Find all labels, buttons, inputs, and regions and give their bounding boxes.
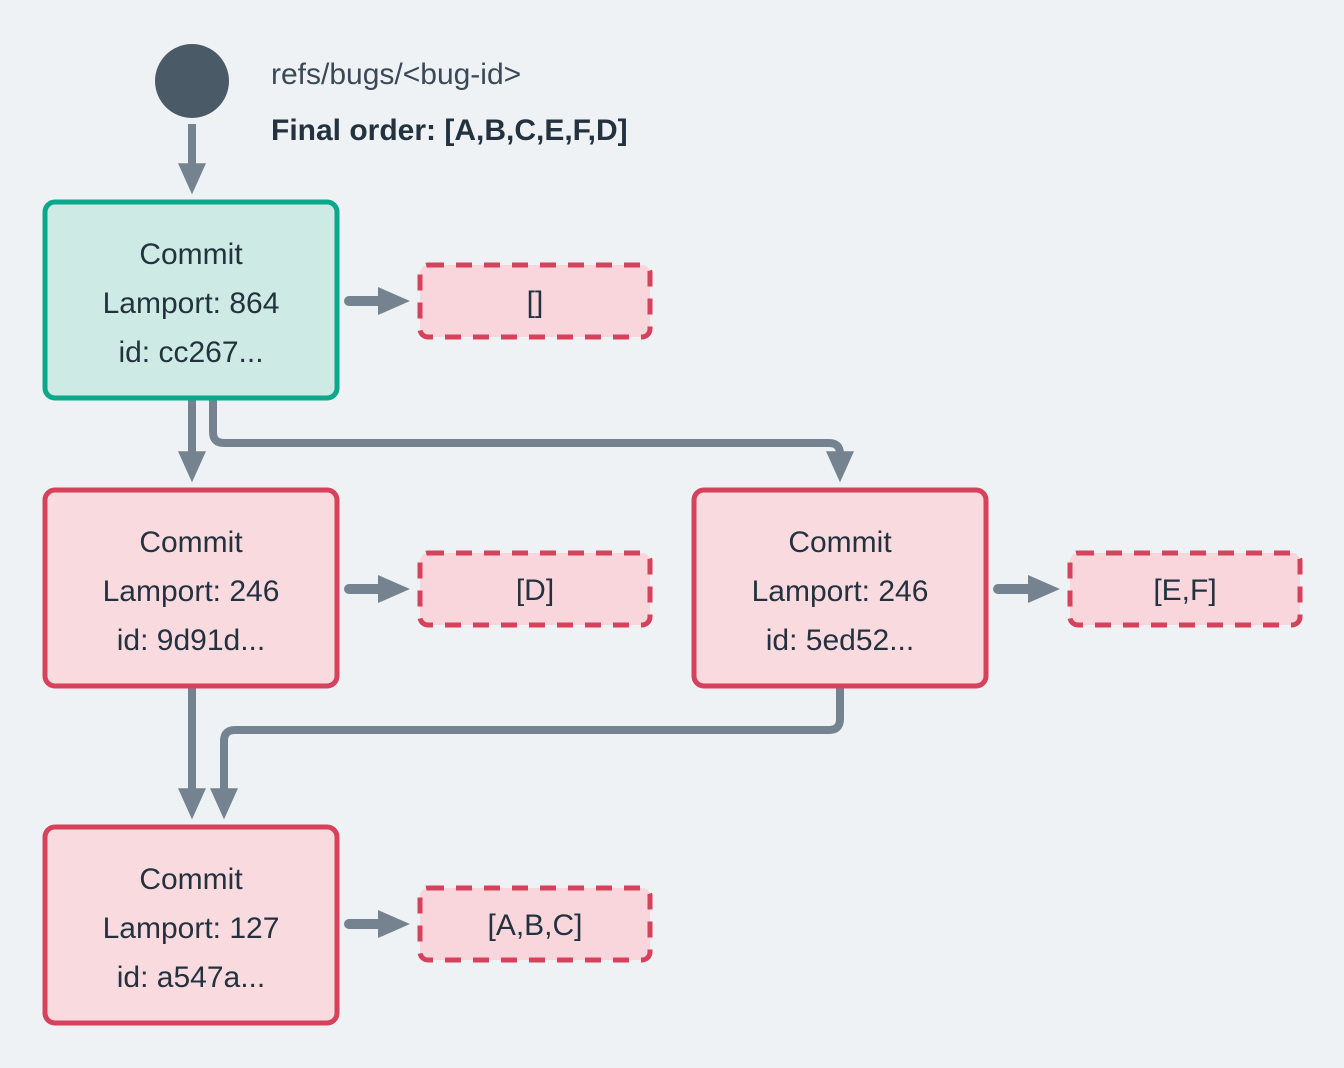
commit-node-cc267-title: Commit: [139, 238, 243, 271]
commit-node-5ed52[interactable]: Commit Lamport: 246 id: 5ed52...: [691, 487, 989, 689]
ops-box-d[interactable]: [D]: [417, 550, 653, 628]
commit-node-9d91d-title: Commit: [139, 526, 243, 559]
commit-node-5ed52-title: Commit: [788, 526, 892, 559]
ref-label: refs/bugs/<bug-id>: [271, 58, 521, 91]
ops-box-ef[interactable]: [E,F]: [1067, 550, 1303, 628]
ops-box-abc-rect: [417, 885, 653, 963]
commit-node-a547a-lamport: Lamport: 127: [103, 912, 280, 945]
commit-node-9d91d-rect: [42, 487, 340, 689]
ops-box-empty-rect: [417, 262, 653, 340]
final-order-label: Final order: [A,B,C,E,F,D]: [271, 114, 628, 147]
ops-box-empty-label: []: [527, 286, 544, 319]
commit-node-5ed52-id: id: 5ed52...: [766, 624, 914, 657]
commit-node-9d91d-id: id: 9d91d...: [117, 624, 265, 657]
commit-node-cc267-rect: [42, 199, 340, 401]
ops-box-empty[interactable]: []: [417, 262, 653, 340]
commit-node-a547a-rect: [42, 824, 340, 1026]
commit-node-cc267[interactable]: Commit Lamport: 864 id: cc267...: [42, 199, 340, 401]
commit-node-a547a-title: Commit: [139, 863, 243, 896]
ops-box-ef-rect: [1067, 550, 1303, 628]
ops-box-ef-label: [E,F]: [1153, 574, 1216, 607]
commit-node-5ed52-lamport: Lamport: 246: [752, 575, 929, 608]
commit-node-5ed52-rect: [691, 487, 989, 689]
ops-box-abc[interactable]: [A,B,C]: [417, 885, 653, 963]
commit-node-a547a[interactable]: Commit Lamport: 127 id: a547a...: [42, 824, 340, 1026]
commit-node-cc267-id: id: cc267...: [118, 336, 263, 369]
ops-box-abc-label: [A,B,C]: [487, 909, 582, 942]
commit-node-a547a-id: id: a547a...: [117, 961, 265, 994]
start-node-dot: [155, 44, 229, 118]
commit-node-9d91d[interactable]: Commit Lamport: 246 id: 9d91d...: [42, 487, 340, 689]
ops-box-d-label: [D]: [516, 574, 554, 607]
ops-box-d-rect: [417, 550, 653, 628]
edge-commit-5ed52-to-commit-a547a: [209, 688, 844, 820]
commit-node-9d91d-lamport: Lamport: 246: [103, 575, 280, 608]
edge-commit-cc267-to-commit-5ed52: [209, 400, 854, 483]
commit-node-cc267-lamport: Lamport: 864: [103, 287, 280, 320]
